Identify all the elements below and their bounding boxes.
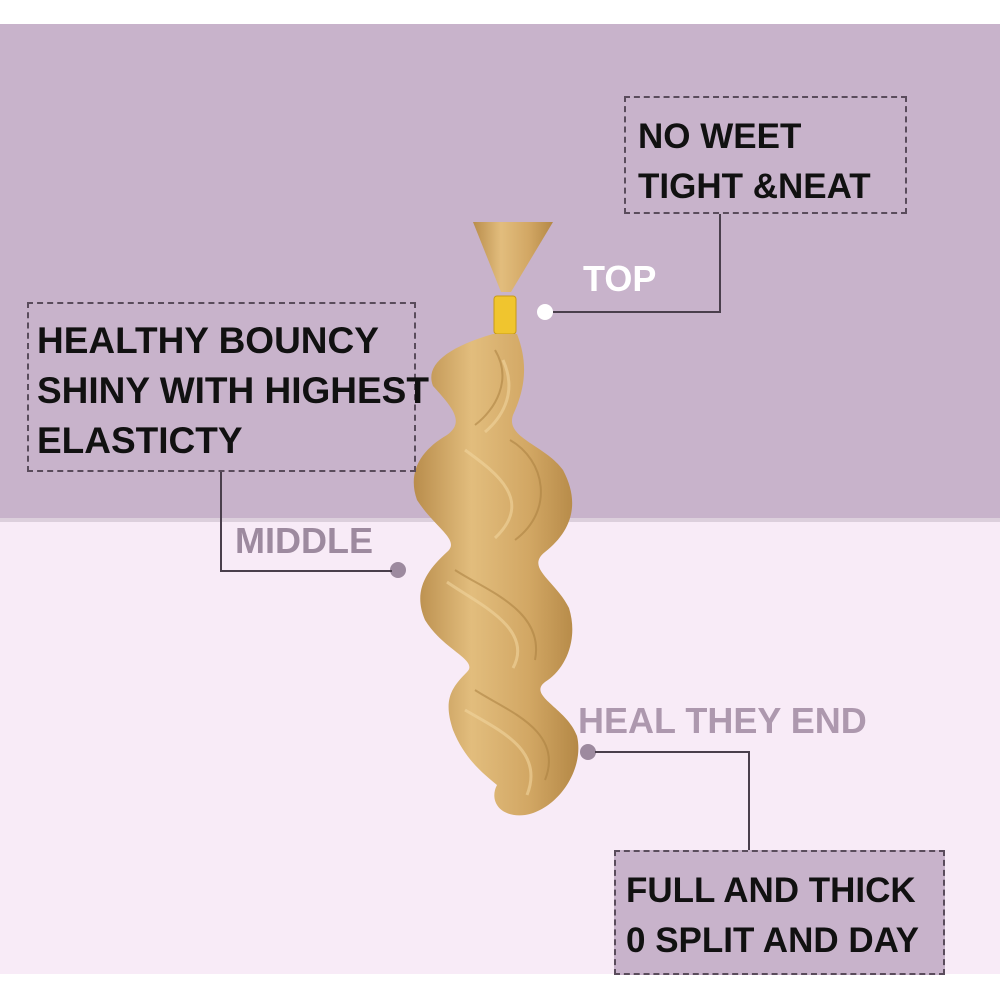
- middle-callout-line-1: HEALTHY BOUNCY: [37, 320, 379, 361]
- middle-leader-horizontal: [220, 570, 392, 572]
- top-section-label: TOP: [583, 258, 657, 299]
- middle-feature-callout: HEALTHY BOUNCY SHINY WITH HIGHEST ELASTI…: [27, 302, 429, 472]
- hair-body-wave: [413, 334, 579, 816]
- end-section-label: HEAL THEY END: [578, 700, 867, 741]
- middle-callout-line-2: SHINY WITH HIGHEST: [37, 370, 429, 411]
- top-feature-callout: NO WEET TIGHT &NEAT: [624, 96, 907, 214]
- middle-callout-line-3: ELASTICTY: [37, 420, 243, 461]
- middle-marker-dot: [390, 562, 406, 578]
- top-callout-line-1: NO WEET: [638, 117, 802, 156]
- end-feature-callout: FULL AND THICK 0 SPLIT AND DAY: [614, 850, 945, 975]
- top-leader-horizontal: [553, 311, 721, 313]
- top-marker-dot: [537, 304, 553, 320]
- end-callout-line-1: FULL AND THICK: [626, 871, 916, 910]
- end-leader-vertical: [748, 751, 750, 850]
- middle-section-label: MIDDLE: [235, 520, 373, 561]
- end-marker-dot: [580, 744, 596, 760]
- end-leader-horizontal: [595, 751, 750, 753]
- top-callout-line-2: TIGHT &NEAT: [638, 167, 871, 206]
- hair-binding-band: [493, 295, 517, 335]
- body-wave-hair-bundle-icon: [413, 222, 579, 816]
- top-leader-vertical: [719, 214, 721, 313]
- middle-leader-vertical: [220, 472, 222, 572]
- hair-top-tuft: [473, 222, 553, 292]
- end-callout-line-2: 0 SPLIT AND DAY: [626, 921, 920, 960]
